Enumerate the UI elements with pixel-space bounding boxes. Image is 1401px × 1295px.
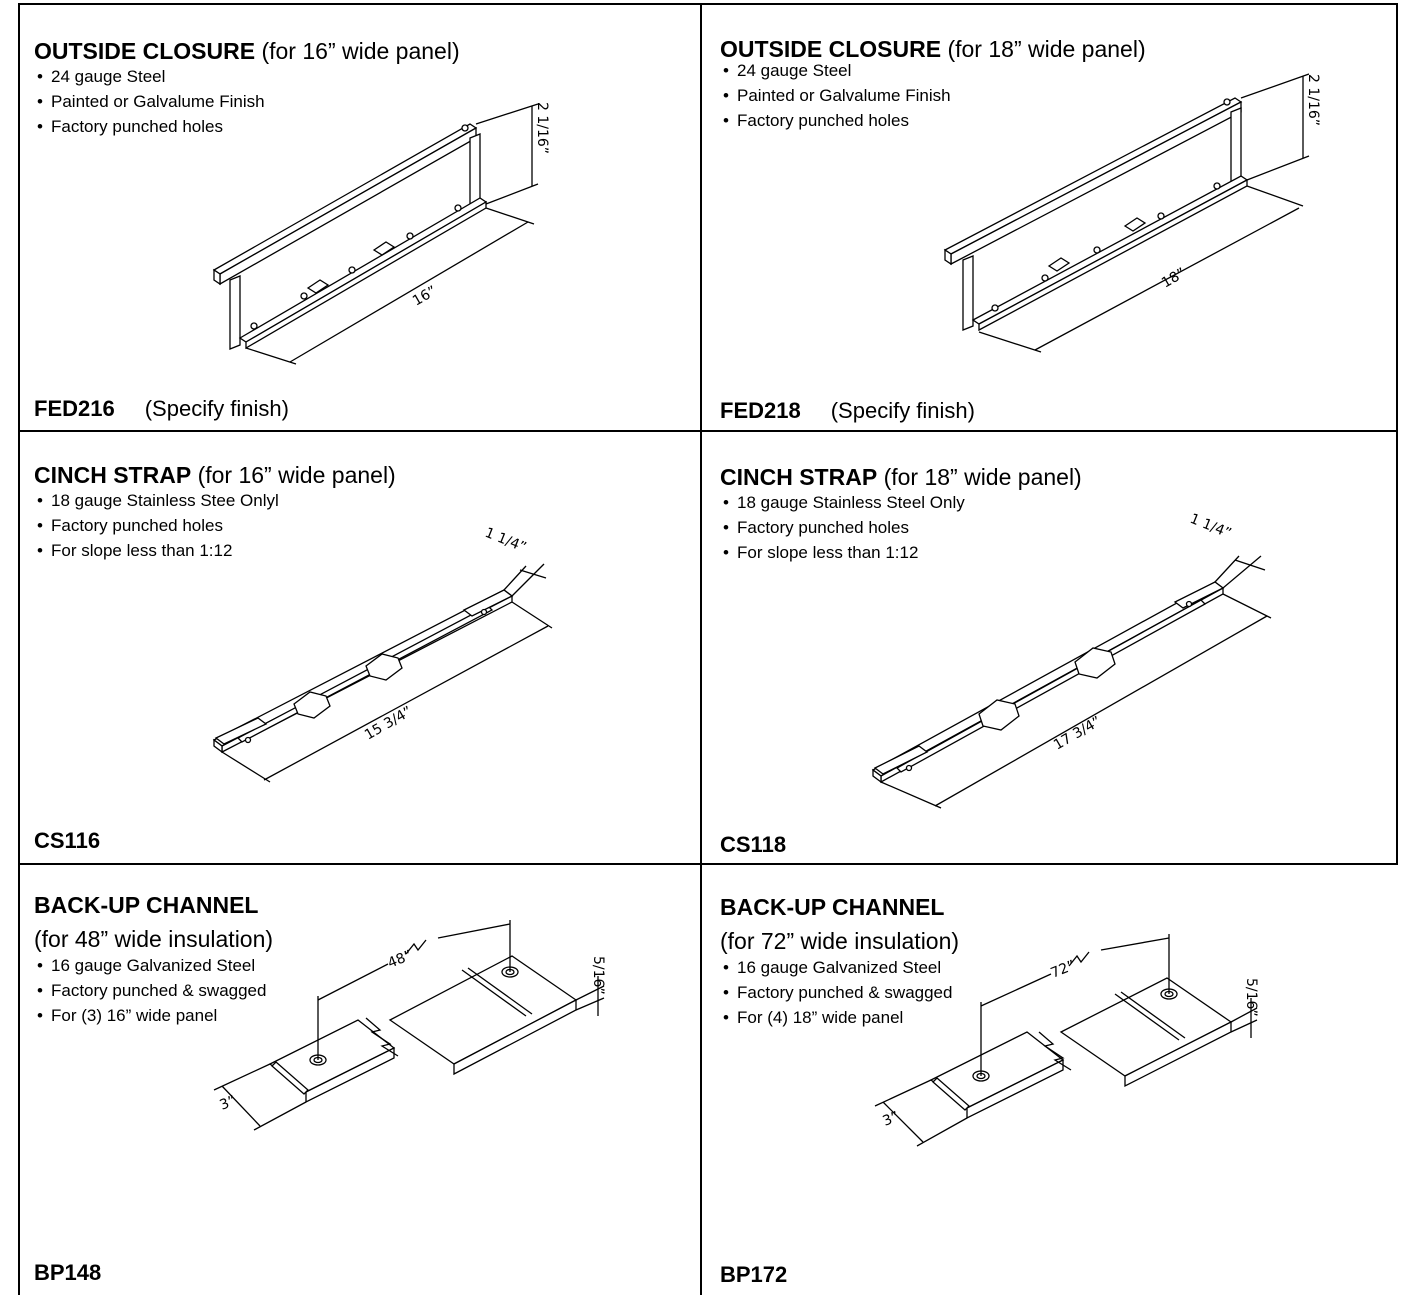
feature-item: 24 gauge Steel <box>720 58 951 83</box>
product-code: CS116 <box>34 828 101 853</box>
feature-item: For slope less than 1:12 <box>34 538 279 563</box>
dimension-width: 3” <box>881 1109 902 1130</box>
feature-item: 18 gauge Stainless Steel Only <box>720 490 965 515</box>
back-up-channel-drawing: 72” 3” 5/16” <box>874 934 1259 1147</box>
dimension-width: 1 1/4” <box>483 525 529 556</box>
dimension-length: 48” <box>386 947 415 971</box>
feature-item: Factory punched & swagged <box>34 978 266 1003</box>
dimension-thickness: 5/16” <box>1243 978 1259 1017</box>
product-subtitle: (for 72” wide insulation) <box>720 928 960 954</box>
product-title: CINCH STRAP (for 18” wide panel) <box>720 464 1082 490</box>
feature-list: 18 gauge Stainless Steel Only Factory pu… <box>720 490 965 565</box>
feature-item: Factory punched holes <box>720 515 965 540</box>
product-code: FED216(Specify finish) <box>34 396 289 421</box>
divider-column <box>700 3 702 1295</box>
dimension-width: 1 1/4” <box>1188 511 1234 542</box>
dimension-height: 2 1/16” <box>1305 74 1321 126</box>
product-code: BP148 <box>34 1260 102 1285</box>
feature-item: 16 gauge Galvanized Steel <box>34 953 266 978</box>
border-top <box>18 3 1398 5</box>
feature-item: Factory punched holes <box>720 108 951 133</box>
feature-item: Factory punched holes <box>34 513 279 538</box>
product-title: BACK-UP CHANNEL <box>720 894 945 920</box>
divider-row-1 <box>18 430 1398 432</box>
border-left <box>18 3 20 1295</box>
feature-item: Painted or Galvalume Finish <box>720 83 951 108</box>
product-code: CS118 <box>720 832 787 857</box>
feature-item: Factory punched holes <box>34 114 265 139</box>
feature-item: For (3) 16” wide panel <box>34 1003 266 1028</box>
product-code: FED218(Specify finish) <box>720 398 975 423</box>
feature-item: 16 gauge Galvanized Steel <box>720 955 952 980</box>
product-title: CINCH STRAP (for 16” wide panel) <box>34 462 396 488</box>
feature-list: 16 gauge Galvanized Steel Factory punche… <box>720 955 952 1030</box>
product-title: BACK-UP CHANNEL <box>34 892 259 918</box>
border-right <box>1396 3 1398 863</box>
product-subtitle: (for 48” wide insulation) <box>34 926 274 952</box>
outside-closure-drawing: 16” 2 1/16” <box>212 102 550 365</box>
feature-item: For (4) 18” wide panel <box>720 1005 952 1030</box>
feature-item: 18 gauge Stainless Stee Onlyl <box>34 488 279 513</box>
dimension-length: 15 3/4” <box>362 704 415 744</box>
cinch-strap-drawing: 17 3/4” 1 1/4” <box>871 511 1272 809</box>
feature-list: 24 gauge Steel Painted or Galvalume Fini… <box>720 58 951 133</box>
cinch-strap-drawing: 15 3/4” 1 1/4” <box>212 525 553 783</box>
dimension-thickness: 5/16” <box>590 956 606 995</box>
feature-item: Painted or Galvalume Finish <box>34 89 265 114</box>
dimension-height: 2 1/16” <box>534 102 550 154</box>
feature-list: 24 gauge Steel Painted or Galvalume Fini… <box>34 64 265 139</box>
product-title: OUTSIDE CLOSURE (for 16” wide panel) <box>34 38 460 64</box>
feature-list: 18 gauge Stainless Stee Onlyl Factory pu… <box>34 488 279 563</box>
feature-item: Factory punched & swagged <box>720 980 952 1005</box>
back-up-channel-drawing: 48” 3” 5/16” <box>213 920 606 1131</box>
feature-list: 16 gauge Galvanized Steel Factory punche… <box>34 953 266 1028</box>
outside-closure-drawing: 18” 2 1/16” <box>943 73 1321 353</box>
feature-item: 24 gauge Steel <box>34 64 265 89</box>
feature-item: For slope less than 1:12 <box>720 540 965 565</box>
divider-row-2 <box>18 863 1398 865</box>
dimension-length: 16” <box>410 283 440 309</box>
product-code: BP172 <box>720 1262 788 1287</box>
dimension-width: 3” <box>218 1093 239 1114</box>
dimension-length: 17 3/4” <box>1051 714 1104 754</box>
